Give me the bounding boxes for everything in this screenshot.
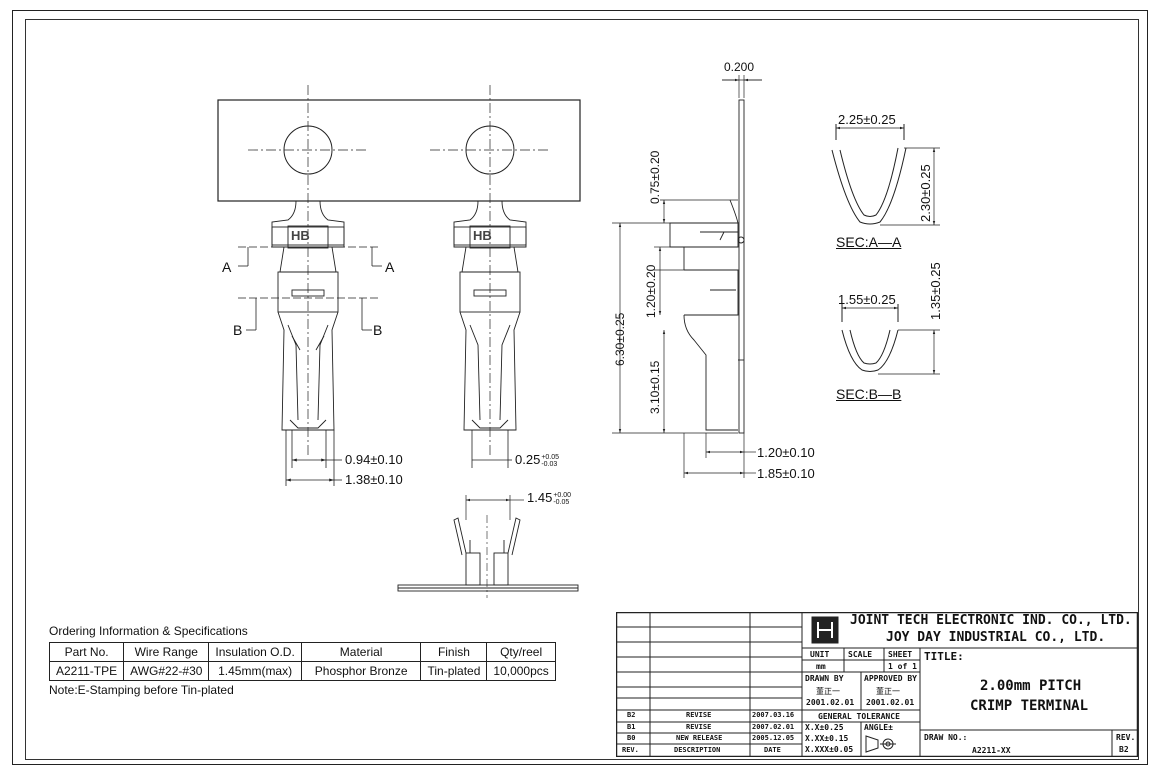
rev-column-header: REV.	[622, 746, 639, 754]
dim-185: 1.85±0.10	[757, 466, 815, 481]
cell-insulation: 1.45mm(max)	[208, 661, 302, 681]
ordering-note: Note:E-Stamping before Tin-plated	[49, 683, 234, 697]
inner-border	[25, 19, 1139, 760]
cell-wire-range: AWG#22-#30	[123, 661, 210, 681]
dim-630: 6.30±0.25	[613, 312, 627, 366]
side-view	[669, 99, 745, 434]
dim-120-vertical: 1.20±0.20	[644, 264, 658, 318]
company-name-1: JOINT TECH ELECTRONIC IND. CO., LTD.	[850, 613, 1132, 628]
rev-row-2-rev: B1	[627, 723, 636, 731]
drawing-no: A2211-XX	[972, 746, 1011, 755]
dim-025-tol-up: +0.05	[541, 453, 560, 461]
cut-b-left: B	[233, 322, 243, 338]
dim-145-value: 1.45	[527, 490, 553, 505]
ordering-info: Ordering Information & Specifications Pa…	[48, 624, 556, 697]
header-qty: Qty/reel	[486, 642, 556, 662]
rev-row-2-date: 2007.02.01	[752, 723, 795, 731]
rev-label: REV.	[1116, 733, 1136, 742]
header-material: Material	[300, 642, 422, 662]
header-part-no: Part No.	[48, 642, 125, 662]
hb-mark-1: HB	[291, 228, 310, 243]
general-tolerance-label: GENERAL TOLERANCE	[818, 712, 900, 721]
cell-qty: 10,000pcs	[486, 661, 556, 681]
cell-finish: Tin-plated	[420, 661, 488, 681]
header-finish: Finish	[420, 642, 488, 662]
title-line-2: CRIMP TERMINAL	[970, 698, 1089, 714]
dim-120-horizontal: 1.20±0.10	[757, 445, 815, 460]
dim-075: 0.75±0.20	[648, 150, 662, 204]
terminal-front-2	[453, 200, 527, 431]
dim-sec-b-width: 1.55±0.25	[838, 292, 896, 307]
dim-025-tol-dn: -0.03	[541, 460, 558, 468]
dim-145-tol-dn: -0.05	[553, 498, 570, 506]
table-header-row: Part No. Wire Range Insulation O.D. Mate…	[48, 642, 556, 662]
approved-by-name: 董正一	[876, 687, 900, 696]
scale-label: SCALE	[848, 650, 873, 659]
description-column-header: DESCRIPTION	[674, 746, 721, 754]
cut-a-right: A	[385, 259, 395, 275]
date-column-header: DATE	[764, 746, 781, 754]
cut-a-left: A	[222, 259, 232, 275]
company-name-2: JOY DAY INDUSTRIAL CO., LTD.	[886, 630, 1106, 645]
dim-025: 0.25+0.05-0.03	[515, 452, 559, 468]
side-dimension-lines	[612, 75, 762, 478]
drawn-by-label: DRAWN BY	[805, 674, 844, 683]
tolerance-3: X.XXX±0.05	[805, 745, 854, 754]
unit-value: mm	[816, 662, 826, 671]
title-block-grid	[616, 612, 1138, 757]
front-dimension-lines	[285, 430, 512, 486]
title-block: JOINT TECH ELECTRONIC IND. CO., LTD. JOY…	[616, 612, 1138, 757]
rev-row-3-date: 2005.12.05	[752, 734, 795, 742]
unit-label: UNIT	[810, 650, 830, 659]
sheet-value: 1 of 1	[888, 662, 917, 671]
drawn-date: 2001.02.01	[806, 698, 855, 707]
section-b-profile	[841, 304, 940, 375]
title-line-1: 2.00mm PITCH	[980, 678, 1082, 694]
header-wire-range: Wire Range	[123, 642, 210, 662]
hb-mark-2: HB	[473, 228, 492, 243]
dim-145-tol-up: +0.00	[553, 491, 572, 499]
rev-row-1-date: 2007.03.16	[752, 711, 795, 719]
rev-row-3-desc: NEW RELEASE	[676, 734, 723, 742]
dim-145: 1.45+0.00-0.05	[527, 490, 571, 506]
rev-value: B2	[1119, 745, 1129, 754]
drawn-by-name: 董正一	[816, 687, 840, 696]
ordering-table: Part No. Wire Range Insulation O.D. Mate…	[48, 642, 556, 681]
rev-row-3-rev: B0	[627, 734, 636, 742]
dim-sec-a-width: 2.25±0.25	[838, 112, 896, 127]
carrier-strip	[217, 85, 581, 455]
dim-thickness: 0.200	[724, 60, 755, 74]
title-label: TITLE:	[924, 650, 964, 663]
sheet-label: SHEET	[888, 650, 913, 659]
section-a-label: SEC:A—A	[836, 234, 902, 250]
dim-sec-a-height: 2.30±0.25	[918, 164, 933, 222]
dim-sec-b-height: 1.35±0.25	[928, 262, 943, 320]
cut-b-right: B	[373, 322, 383, 338]
cell-material: Phosphor Bronze	[300, 661, 422, 681]
dim-025-value: 0.25	[515, 452, 541, 467]
rev-row-1-rev: B2	[627, 711, 636, 719]
dim-310: 3.10±0.15	[648, 360, 662, 414]
outer-border	[12, 10, 1148, 765]
tolerance-2: X.XX±0.15	[805, 734, 849, 743]
dim-094: 0.94±0.10	[345, 452, 403, 467]
drawing-no-label: DRAW NO.:	[924, 733, 968, 742]
ordering-caption: Ordering Information & Specifications	[49, 624, 248, 638]
angle-label: ANGLE±	[864, 723, 893, 732]
dim-138: 1.38±0.10	[345, 472, 403, 487]
section-a-profile	[831, 124, 940, 226]
approved-by-label: APPROVED BY	[864, 674, 917, 683]
section-b-label: SEC:B—B	[836, 386, 902, 402]
section-cut-lines	[238, 246, 382, 331]
header-insulation: Insulation O.D.	[208, 642, 302, 662]
table-row: A2211-TPE AWG#22-#30 1.45mm(max) Phospho…	[48, 661, 556, 681]
tolerance-1: X.X±0.25	[805, 723, 844, 732]
end-view	[397, 495, 579, 598]
rev-row-1-desc: REVISE	[686, 711, 712, 719]
cell-part-no: A2211-TPE	[48, 661, 125, 681]
approved-date: 2001.02.01	[866, 698, 915, 707]
rev-row-2-desc: REVISE	[686, 723, 712, 731]
